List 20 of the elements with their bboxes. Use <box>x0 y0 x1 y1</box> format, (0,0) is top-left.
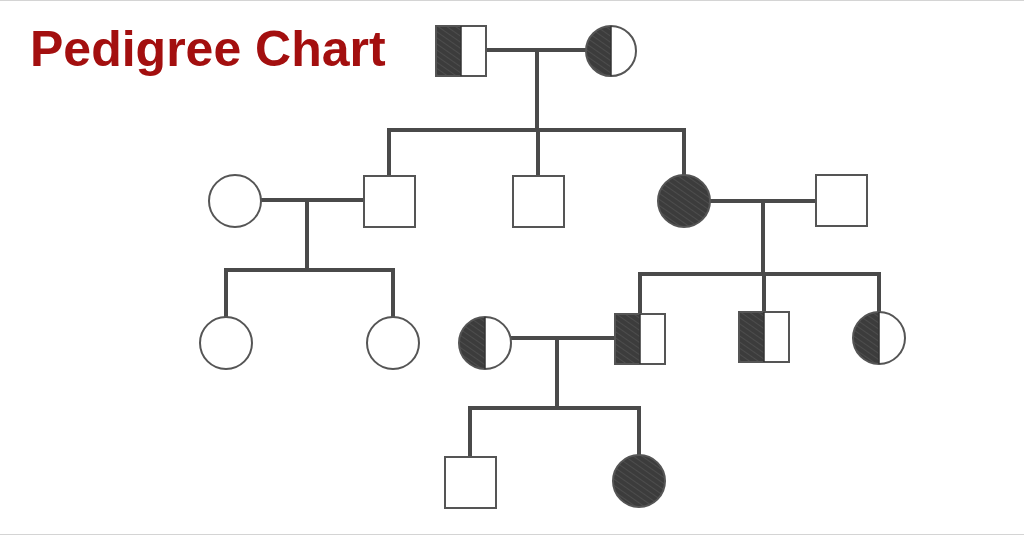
half-shaded-square <box>435 25 487 77</box>
shaded-circle <box>612 454 666 508</box>
open-circle <box>199 316 253 370</box>
half-shaded-circle <box>585 25 637 77</box>
marriage-line <box>509 336 616 340</box>
open-square <box>511 174 565 228</box>
open-circle <box>208 174 262 228</box>
open-circle <box>366 316 420 370</box>
chart-title: Pedigree Chart <box>30 24 386 74</box>
shaded-circle <box>657 174 711 228</box>
open-square <box>362 174 416 228</box>
marriage-line <box>709 199 817 203</box>
open-square <box>814 173 868 227</box>
open-square <box>443 455 497 509</box>
half-shaded-square <box>738 311 790 363</box>
half-shaded-circle <box>458 316 512 370</box>
half-shaded-square <box>614 313 666 365</box>
marriage-line <box>260 198 365 202</box>
half-shaded-circle <box>852 311 906 365</box>
marriage-line <box>485 48 587 52</box>
